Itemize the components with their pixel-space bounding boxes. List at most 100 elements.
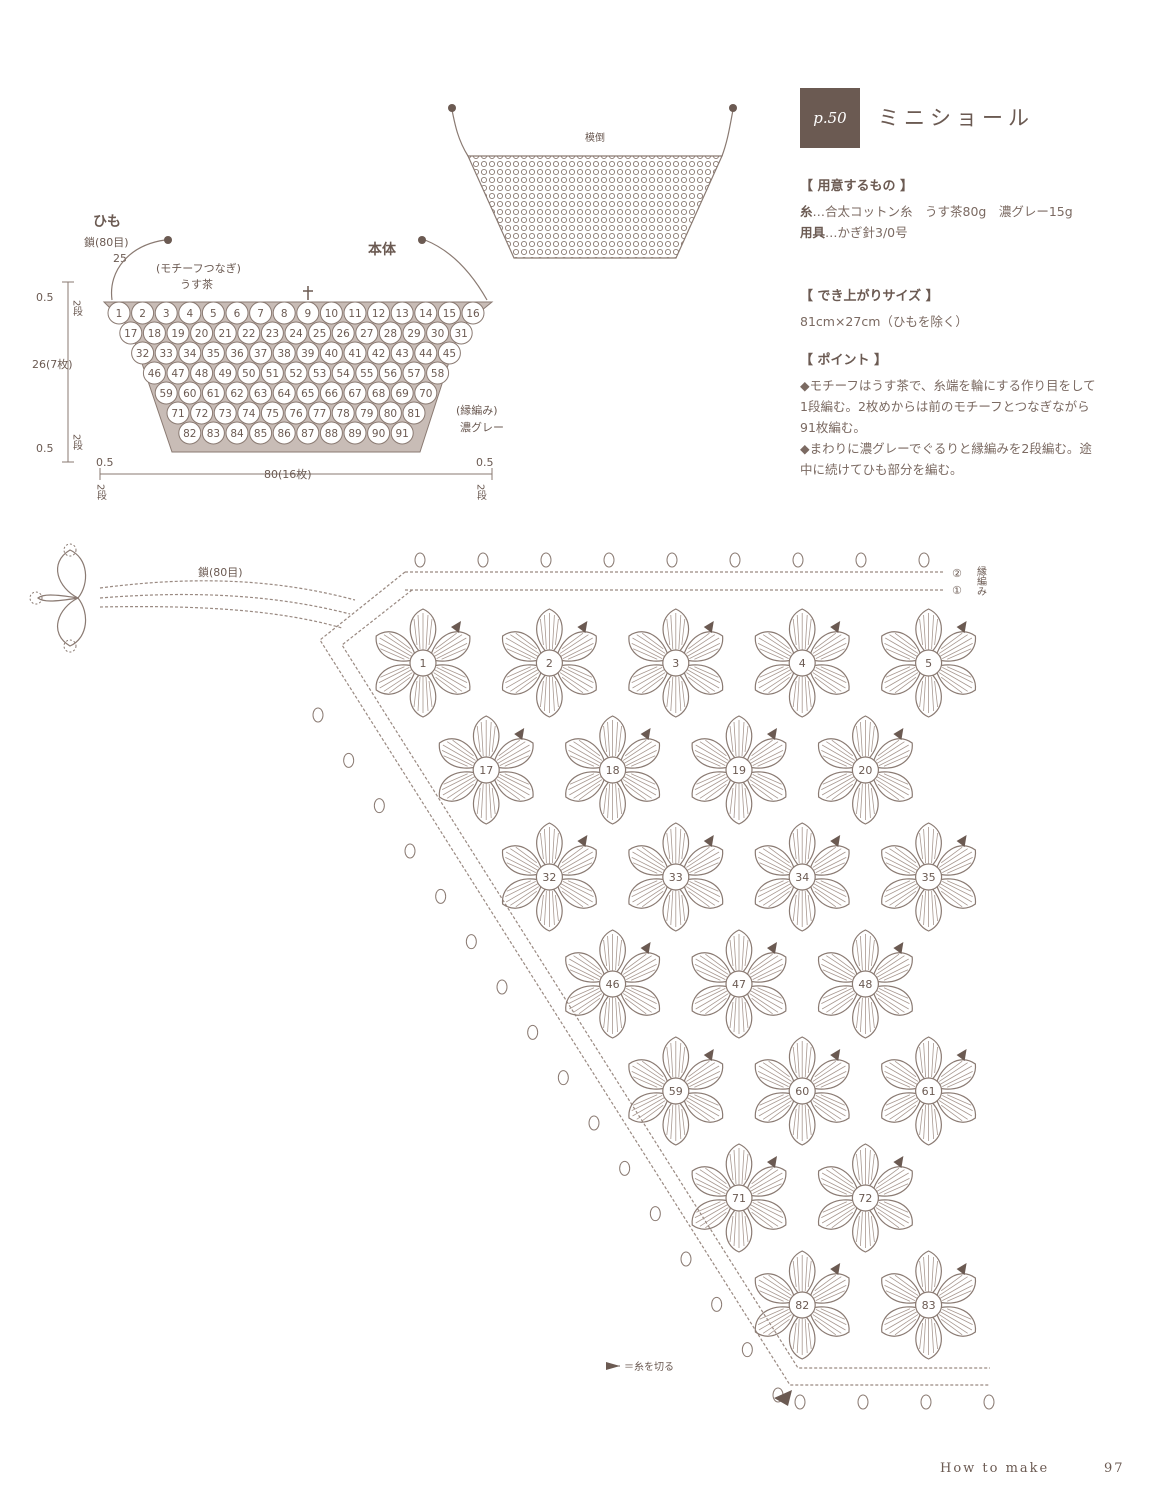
small-motif: 35 — [201, 341, 225, 365]
small-motif: 50 — [237, 361, 261, 385]
svg-text:54: 54 — [337, 368, 351, 380]
svg-text:17: 17 — [124, 328, 137, 340]
small-motif: 87 — [296, 421, 320, 445]
svg-text:5: 5 — [925, 657, 932, 670]
small-motif: 77 — [308, 401, 332, 425]
small-motif: 23 — [260, 321, 284, 345]
svg-text:53: 53 — [313, 368, 326, 380]
svg-text:81: 81 — [407, 408, 420, 420]
small-motif: 58 — [426, 361, 450, 385]
small-motif: 76 — [284, 401, 308, 425]
small-motif: 10 — [319, 301, 343, 325]
small-motif: 16 — [461, 301, 485, 325]
small-motif: 13 — [390, 301, 414, 325]
picot — [729, 552, 741, 568]
edging-picots — [312, 552, 995, 1410]
page-title: ミニショール — [878, 106, 1034, 130]
svg-text:43: 43 — [396, 348, 409, 360]
small-motif: 25 — [308, 321, 332, 345]
svg-text:35: 35 — [207, 348, 220, 360]
row-marker-2: ② — [952, 567, 962, 580]
svg-text:3: 3 — [163, 308, 170, 320]
picot — [983, 1394, 995, 1410]
svg-text:79: 79 — [360, 408, 373, 420]
small-motif: 68 — [367, 381, 391, 405]
small-motif: 72 — [190, 401, 214, 425]
cord-leaf-end — [29, 543, 87, 653]
svg-text:6: 6 — [234, 308, 241, 320]
small-motif: 38 — [272, 341, 296, 365]
picot — [540, 552, 552, 568]
materials-tool: 用具…かぎ針3/0号 — [800, 222, 1100, 243]
small-motif: 78 — [331, 401, 355, 425]
small-motif: 71 — [166, 401, 190, 425]
small-motif: 30 — [426, 321, 450, 345]
side-view-label: 模倒 — [585, 132, 605, 144]
small-motif: 44 — [414, 341, 438, 365]
svg-text:33: 33 — [160, 348, 173, 360]
small-motif: 89 — [343, 421, 367, 445]
motif-72: 72 — [811, 1143, 920, 1253]
svg-text:13: 13 — [396, 308, 409, 320]
page-ref-badge: p.50 — [800, 88, 860, 148]
motif-3: 3 — [622, 608, 730, 718]
motif-20: 20 — [811, 715, 920, 825]
svg-text:4: 4 — [186, 308, 193, 320]
svg-text:76: 76 — [289, 408, 303, 420]
motif-61: 61 — [874, 1036, 983, 1146]
motif-1: 1 — [369, 608, 477, 718]
small-motif: 4 — [178, 301, 202, 325]
picot — [741, 1342, 753, 1358]
dim-top-2dan: 2段 — [71, 300, 83, 317]
picot — [794, 1394, 806, 1410]
small-motif: 28 — [378, 321, 402, 345]
picot — [343, 752, 355, 768]
small-motif: 7 — [249, 301, 273, 325]
picot — [920, 1394, 932, 1410]
svg-text:3: 3 — [672, 657, 679, 670]
svg-text:62: 62 — [230, 388, 243, 400]
motif-18: 18 — [558, 715, 667, 825]
svg-text:14: 14 — [419, 308, 433, 320]
small-diagram: ひも 鎖(80目) 25 (モチーフつなぎ) うす茶 本体 (縁編み) 濃グレー… — [32, 214, 504, 501]
picot — [557, 1070, 569, 1086]
svg-text:2: 2 — [139, 308, 146, 320]
svg-text:19: 19 — [171, 328, 184, 340]
dim-right-05: 0.5 — [476, 456, 494, 469]
svg-text:58: 58 — [431, 368, 444, 380]
svg-text:82: 82 — [183, 428, 196, 440]
svg-text:19: 19 — [732, 764, 746, 777]
yarn-text: …合太コットン糸 うす茶80g 濃グレー15g — [812, 204, 1073, 219]
small-motif: 9 — [296, 301, 320, 325]
small-motif: 5 — [201, 301, 225, 325]
motif-48: 48 — [811, 929, 920, 1039]
small-motif: 3 — [154, 301, 178, 325]
small-motif: 80 — [378, 401, 402, 425]
small-motif: 75 — [260, 401, 284, 425]
small-motif: 46 — [142, 361, 166, 385]
motif-47: 47 — [685, 929, 793, 1039]
svg-text:2: 2 — [546, 657, 553, 670]
small-motif: 1 — [107, 301, 131, 325]
motif-34: 34 — [748, 822, 856, 932]
small-motif: 39 — [296, 341, 320, 365]
small-motif: 6 — [225, 301, 249, 325]
svg-text:55: 55 — [360, 368, 373, 380]
tool-text: …かぎ針3/0号 — [825, 225, 908, 240]
svg-text:70: 70 — [419, 388, 432, 400]
small-motif: 17 — [119, 321, 143, 345]
svg-text:65: 65 — [301, 388, 314, 400]
label-himo: ひも — [93, 214, 121, 230]
small-motif: 41 — [343, 341, 367, 365]
picot — [312, 707, 324, 723]
svg-text:41: 41 — [348, 348, 361, 360]
svg-text:35: 35 — [922, 871, 936, 884]
svg-text:82: 82 — [795, 1299, 809, 1312]
small-motif: 37 — [249, 341, 273, 365]
svg-text:18: 18 — [606, 764, 620, 777]
svg-text:84: 84 — [230, 428, 244, 440]
svg-text:50: 50 — [242, 368, 255, 380]
small-motif: 90 — [367, 421, 391, 445]
svg-text:8: 8 — [281, 308, 288, 320]
